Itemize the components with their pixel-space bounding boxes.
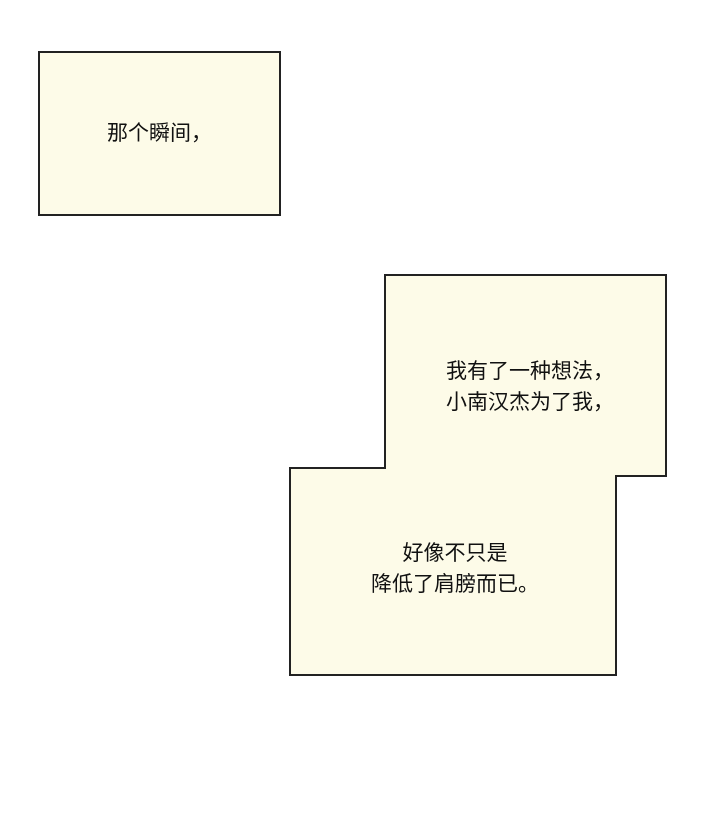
caption-line: 小南汉杰为了我， [446, 390, 614, 414]
caption-text-1: 那个瞬间， [107, 118, 212, 149]
caption-line: 降低了肩膀而已。 [371, 572, 539, 596]
caption-text-2: 我有了一种想法， 小南汉杰为了我， [400, 356, 660, 418]
caption-box-1: 那个瞬间， [38, 51, 281, 216]
caption-text-3: 好像不只是 降低了肩膀而已。 [330, 538, 580, 600]
caption-line: 我有了一种想法， [446, 359, 614, 383]
caption-line: 好像不只是 [402, 541, 508, 565]
caption-line: 那个瞬间， [107, 121, 212, 145]
